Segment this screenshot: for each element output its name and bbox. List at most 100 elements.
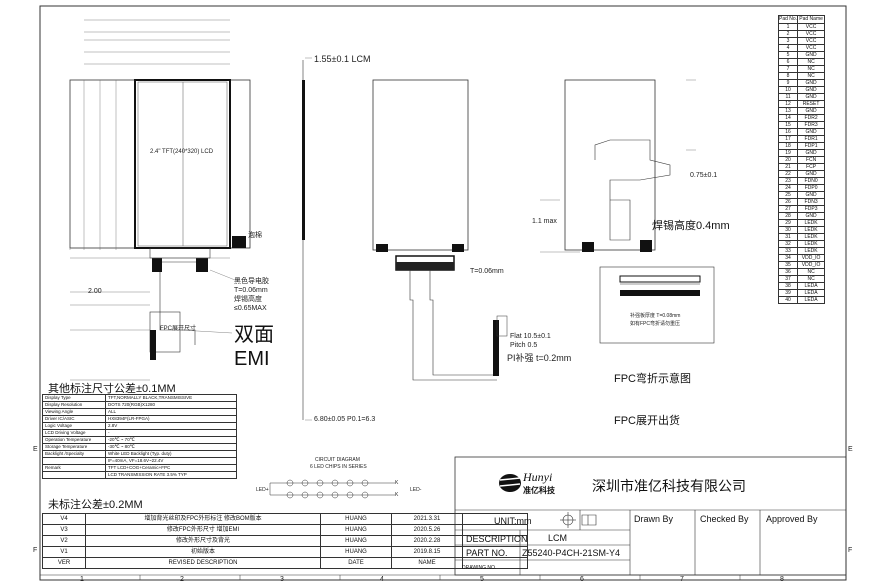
pad-number: 18: [777, 142, 799, 150]
spec-value: HX8394F(LR-FPGA): [105, 415, 237, 423]
bend-small-note-1: 补强板厚度 T=0.08mm: [630, 313, 681, 319]
pad-name: NC: [797, 275, 826, 283]
pad-name: GND: [797, 86, 826, 94]
black-tape-note-3: 焊锡高度: [234, 296, 262, 303]
company-logo-cn: 准亿科技: [523, 486, 555, 495]
spec-value: IF=40mA, VF=18.6V~22.4V: [105, 457, 237, 465]
spec-value: TFT,NORMALLY BLACK,TRANSMISSIVE: [105, 394, 237, 402]
revision-cell: 初始版本: [85, 546, 321, 558]
pad-name: VCC: [797, 23, 826, 31]
pad-number: 5: [777, 51, 799, 59]
spec-key: Logic Voltage: [42, 422, 106, 430]
revision-cell: REVISED DESCRIPTION: [85, 557, 321, 569]
dim-1-1max: 1.1 max: [532, 218, 557, 225]
pad-name: FDR2: [797, 114, 826, 122]
pad-name: VCC: [797, 37, 826, 45]
lcm-side-view: [302, 57, 312, 421]
bottom-pitch-note: 6.80±0.05 P0.1=6.3: [314, 416, 376, 423]
pad-name: NC: [797, 65, 826, 73]
pad-number: 19: [777, 149, 799, 157]
spec-key: [42, 457, 106, 465]
border-letter-right-f: F: [848, 547, 853, 554]
revision-cell: VER: [42, 557, 86, 569]
k-label-1: K: [395, 480, 399, 486]
pad-name: FDP0: [797, 184, 826, 192]
spec-value: DOTS 720(RGB)X1280: [105, 401, 237, 409]
pad-number: 10: [777, 86, 799, 94]
spec-row: Operation Temperature-20℃ ~ 70℃: [42, 436, 237, 444]
revision-cell: 2021.3.31: [391, 513, 463, 525]
emi-label-2: EMI: [234, 348, 270, 370]
display-text: 2.4" TFT(240*320) LCD: [150, 149, 214, 155]
pad-name: VCC: [797, 30, 826, 38]
revision-cell: 修改外形尺寸及背光: [85, 535, 321, 547]
border-number: 6: [580, 576, 584, 583]
revision-sign-cell: [462, 557, 528, 569]
pad-number: 3: [777, 37, 799, 45]
description-value: LCM: [548, 533, 568, 543]
pad-name: FCN: [797, 156, 826, 164]
lcm-bend-view: [540, 79, 715, 344]
pad-name: FDP1: [797, 142, 826, 150]
pad-number: 8: [777, 72, 799, 80]
pad-name: FDR3: [797, 121, 826, 129]
pad-name: NC: [797, 268, 826, 276]
border-number: 5: [480, 576, 484, 583]
pad-number: 31: [777, 233, 799, 241]
pad-number: 2: [777, 30, 799, 38]
pad-name: LEDA: [797, 282, 826, 290]
pad-number: 16: [777, 128, 799, 136]
revision-cell: V4: [42, 513, 86, 525]
pad-name: LEDA: [797, 289, 826, 297]
spec-value: LCD TRANSMISSION RATE 3.5% TYP: [105, 471, 237, 479]
revision-cell: 增加背光丝印及FPC外形标注 修改BOM版本: [85, 513, 321, 525]
pad-name: LEDK: [797, 240, 826, 248]
spec-value: ALL: [105, 408, 237, 416]
bend-small-note-2: 如有FPC弯折请勿重压: [630, 321, 681, 327]
right-fpc-note-2: Pitch 0.5: [510, 342, 538, 349]
pad-number: 21: [777, 163, 799, 171]
border-letter-left-f: F: [33, 547, 38, 554]
revision-cell: 2020.5.26: [391, 524, 463, 536]
pad-number: 35: [777, 261, 799, 269]
pad-number: 37: [777, 275, 799, 283]
border-number: 8: [780, 576, 784, 583]
border-number: 4: [380, 576, 384, 583]
pi-label: PI补强 t=0.2mm: [507, 353, 572, 363]
pad-name: FDN3: [797, 198, 826, 206]
k-label-2: K: [395, 492, 399, 498]
emi-label-1: 双面: [234, 322, 274, 346]
pad-number: 11: [777, 93, 799, 101]
pad-number: 7: [777, 65, 799, 73]
revision-cell: HUANG: [320, 513, 392, 525]
pad-name: GND: [797, 149, 826, 157]
checked-by-label: Checked By: [700, 514, 749, 524]
pad-number: 34: [777, 254, 799, 262]
pad-name: RESET: [797, 100, 826, 108]
pad-name: GND: [797, 212, 826, 220]
pad-number: 30: [777, 226, 799, 234]
bend-note: FPC弯折示意图: [614, 373, 691, 385]
pad-number: 36: [777, 268, 799, 276]
pad-number: 6: [777, 58, 799, 66]
pad-number: 25: [777, 191, 799, 199]
connector-note: T=0.06mm: [470, 268, 504, 275]
pad-number: 26: [777, 198, 799, 206]
